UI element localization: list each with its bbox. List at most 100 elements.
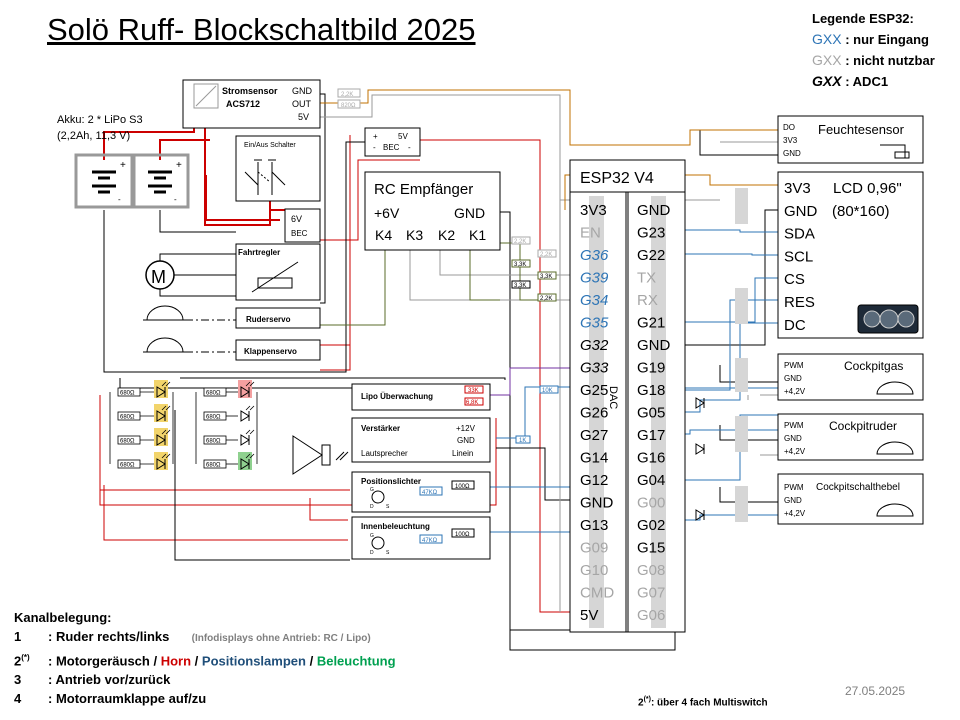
channel-num: 4 <box>14 691 22 707</box>
position-lights-label: Positionslichter <box>361 477 421 486</box>
current-sensor-name: Stromsensor <box>222 86 278 96</box>
channel-light: Beleuchtung <box>316 653 396 669</box>
pos-r2: 100Ω <box>455 484 470 490</box>
esp32-pin-g04: G04 <box>637 472 665 489</box>
led-resistor-label: 680Ω <box>120 439 135 445</box>
esp32-pin-g39: G39 <box>580 270 609 287</box>
moisture-probe-icon <box>880 144 910 159</box>
cl-pin-pwm: PWM <box>784 483 804 492</box>
esp32-pin-g34: G34 <box>580 292 608 309</box>
esp32-pin-g15: G15 <box>637 540 665 557</box>
diode-icons <box>695 397 705 521</box>
esp32-pin-g09: G09 <box>580 540 608 557</box>
esc-box <box>235 243 321 301</box>
cs-pin-gnd: GND <box>292 86 313 96</box>
cockpit-lever-icon <box>876 503 914 517</box>
cockpit-rudder-box <box>777 413 924 461</box>
legend-unusable-code: GXX <box>812 52 842 68</box>
battery-pack: ++ -- <box>74 153 190 209</box>
int-fet-d: D <box>370 550 374 556</box>
channel-horn: Horn <box>160 653 192 669</box>
esc-pot-icon <box>251 261 299 293</box>
esp32-pin-g10: G10 <box>580 562 608 579</box>
esp32-pin-en: EN <box>580 225 601 242</box>
motor-label: M <box>151 267 166 287</box>
svg-text:-: - <box>118 195 121 204</box>
channel-text: : Antrieb vor/zurück <box>48 672 171 688</box>
rudder-servo-label: Ruderservo <box>246 315 291 324</box>
rc-k2: K2 <box>438 227 455 243</box>
lipo-monitor-label: Lipo Überwachung <box>361 392 433 401</box>
purple-wire <box>485 367 580 396</box>
led-resistor-label: 680Ω <box>206 415 221 421</box>
rc-plus: +6V <box>374 205 400 221</box>
bec-plus: + <box>373 132 378 141</box>
int-fet-g: G <box>370 533 374 539</box>
cockpit-display-icon <box>857 304 919 334</box>
amp-pin-12v: +12V <box>456 424 476 433</box>
rc-receiver-box <box>364 171 501 251</box>
int-fet-icon <box>371 536 385 550</box>
channel-text: : Motorraumklappe auf/zu <box>48 691 207 707</box>
lipo-r2: 6,8K <box>466 400 478 406</box>
cl-pin-v: +4,2V <box>784 509 806 518</box>
bec-voltage: 5V <box>398 132 408 141</box>
footnote-text: : über 4 fach Multiswitch <box>650 697 768 709</box>
esp32-pin-gnd: GND <box>637 337 671 354</box>
cockpit-rudder-icon <box>876 441 914 455</box>
channel-assignment: Kanalbelegung: 1: Ruder rechts/links (In… <box>14 608 396 708</box>
channel-num: 3 <box>14 672 22 688</box>
esp32-pin-g00: G00 <box>637 495 665 512</box>
servo-dome-icons <box>143 305 186 353</box>
channel-row-4: 4 : Motorraumklappe auf/zu <box>14 689 396 708</box>
led-resistor-label: 680Ω <box>120 463 135 469</box>
legend-input-text: : nur Eingang <box>845 32 929 47</box>
orange-wires <box>320 89 778 210</box>
switch-box <box>235 135 321 202</box>
esp32-pin-g18: G18 <box>637 382 665 399</box>
bec-box <box>364 127 421 157</box>
bec6-line1: 6V <box>291 214 302 224</box>
lcd-pin-res: RES <box>784 294 815 311</box>
channel-row-1: 1: Ruder rechts/links (Infodisplays ohne… <box>14 627 396 648</box>
esc-label: Fahrtregler <box>238 248 280 257</box>
battery-label-2: (2,2Ah, 11,3 V) <box>57 130 130 142</box>
esp32-pin-g19: G19 <box>637 360 665 377</box>
svg-text:+: + <box>120 160 126 171</box>
cr-pin-gnd: GND <box>784 434 802 443</box>
legend-adc-row: GXX : ADC1 <box>812 71 935 92</box>
channel-row-3: 3 : Antrieb vor/zurück <box>14 670 396 689</box>
esp32-right-pins: GNDG23G22TXRXG21GNDG19G18G05G17G16G04G00… <box>637 202 671 624</box>
olive-wires <box>320 242 540 326</box>
bec6-box <box>284 208 321 243</box>
rudder-servo-box <box>235 307 321 329</box>
esp32-pin-cmd: CMD <box>580 585 614 602</box>
amp-pin-gnd: GND <box>457 436 475 445</box>
legend-adc-text: : ADC1 <box>845 74 889 89</box>
svg-text:2,2K: 2,2K <box>540 252 552 258</box>
bec-minus-left: - <box>373 143 376 152</box>
cs-resistor-2: 820Ω <box>341 103 356 109</box>
cs-pin-5v: 5V <box>298 112 309 122</box>
bec-minus-right: - <box>408 143 411 152</box>
page-title: Solö Ruff- Blockschaltbild 2025 <box>47 12 476 47</box>
esp32-pin-g26: G26 <box>580 405 608 422</box>
servo-dashdot <box>185 319 236 353</box>
bec-label: BEC <box>383 143 400 152</box>
esp32-pin-gnd: GND <box>580 495 614 512</box>
esp32-pin-g32: G32 <box>580 337 609 354</box>
bec6-line2: BEC <box>291 229 308 238</box>
esp32-pin-g23: G23 <box>637 225 665 242</box>
legend-input-row: GXX : nur Eingang <box>812 29 935 50</box>
cs-pin-out: OUT <box>292 99 312 109</box>
esp32-pin-g16: G16 <box>637 450 665 467</box>
cg-pin-pwm: PWM <box>784 361 804 370</box>
amp-pin-linein: Linein <box>452 449 473 458</box>
cr-pin-v: +4,2V <box>784 447 806 456</box>
rc-k1: K1 <box>469 227 486 243</box>
pos-fet-d: D <box>370 504 374 510</box>
svg-text:3,3K: 3,3K <box>514 262 526 268</box>
cockpit-lever-label: Cockpitschalthebel <box>816 482 900 493</box>
